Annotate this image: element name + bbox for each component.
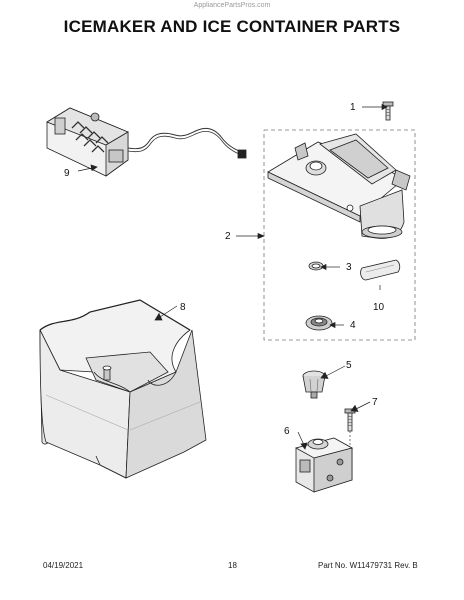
callout-6: 6 bbox=[284, 426, 290, 437]
page-title: ICEMAKER AND ICE CONTAINER PARTS bbox=[63, 17, 401, 36]
coupler-part-5[interactable] bbox=[302, 370, 326, 399]
ring-part-3[interactable] bbox=[308, 261, 324, 271]
footer-part-number: Part No. W11479731 Rev. B bbox=[318, 561, 418, 570]
callout-5: 5 bbox=[346, 360, 352, 371]
leader-lines bbox=[77, 103, 388, 450]
callout-2: 2 bbox=[225, 231, 231, 242]
callout-1: 1 bbox=[350, 102, 356, 113]
footer-page-number: 18 bbox=[228, 561, 237, 570]
screw-part-7[interactable] bbox=[344, 408, 356, 445]
callout-3: 3 bbox=[346, 262, 352, 273]
ice-bin-part-8[interactable] bbox=[39, 299, 207, 479]
bearing-part-4[interactable] bbox=[305, 315, 333, 331]
callout-8: 8 bbox=[180, 302, 186, 313]
motor-part-6[interactable] bbox=[294, 437, 354, 493]
callout-9: 9 bbox=[64, 168, 70, 179]
assembly-2-dashed-box bbox=[263, 129, 416, 341]
screw-part-1[interactable] bbox=[382, 101, 394, 121]
watermark: AppliancePartsPros.com bbox=[193, 2, 271, 9]
pad-part-10[interactable] bbox=[360, 259, 401, 281]
housing-part-2[interactable] bbox=[267, 133, 411, 239]
footer-date: 04/19/2021 bbox=[43, 561, 84, 570]
icemaker-part-9[interactable] bbox=[46, 107, 247, 177]
callout-4: 4 bbox=[350, 320, 356, 331]
callout-10: 10 bbox=[373, 302, 385, 313]
callout-7: 7 bbox=[372, 397, 378, 408]
